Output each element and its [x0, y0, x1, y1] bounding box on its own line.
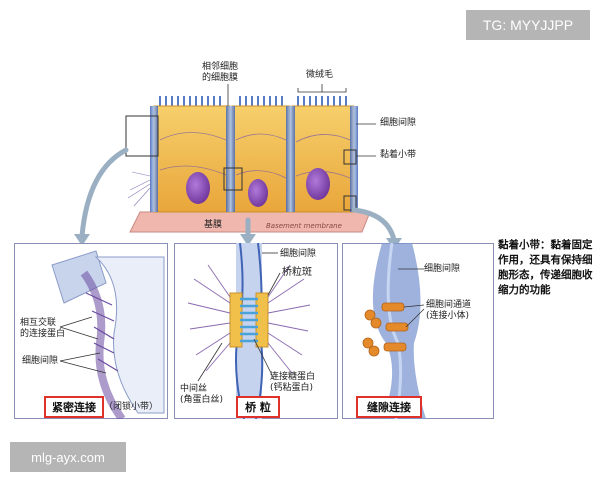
label-intermediate-filament: 中间丝 (角蛋白丝): [180, 384, 224, 405]
label-intercellular-space-left: 细胞间隙: [22, 356, 59, 366]
label-connexon-channel: 细胞间通道 (连接小体): [426, 300, 472, 321]
label-adjacent-membrane: 相邻细胞 的细胞膜: [202, 62, 239, 83]
subtitle-tight-junction: （闭锁小带）: [104, 402, 159, 412]
label-crosslinked-proteins: 相互交联 的连接蛋白: [20, 318, 66, 339]
pointer-arrows: [79, 147, 397, 243]
label-intercellular-space-right: 细胞间隙: [424, 264, 461, 274]
label-intercellular-space-top: 细胞间隙: [380, 118, 417, 128]
side-note-adhesion-belt: 黏着小带：黏着固定作用，还具有保持细胞形态，传递细胞收缩力的功能: [498, 239, 593, 296]
label-intercellular-space-middle: 细胞间隙: [280, 249, 317, 259]
title-desmosome: 桥 粒: [236, 396, 280, 418]
label-microvilli: 微绒毛: [306, 70, 334, 80]
label-basement-membrane: Basement membrane: [266, 222, 342, 230]
top-leader-lines: [227, 84, 376, 157]
title-tight-junction: 紧密连接: [44, 396, 104, 418]
watermark-top-right: TG: MYYJJPP: [466, 10, 590, 40]
label-basal-lamina: 基膜: [204, 220, 223, 230]
desmosome-illustration: [187, 243, 311, 419]
watermark-bottom-left: mlg-ayx.com: [10, 442, 126, 472]
label-cadherin: 连接糖蛋白 (钙粘蛋白): [270, 372, 316, 393]
label-desmosome-plaque: 桥粒斑: [282, 267, 312, 278]
title-gap-junction: 缝隙连接: [356, 396, 422, 418]
gap-junction-illustration: [362, 243, 426, 419]
epithelial-cells: [125, 96, 358, 213]
label-adhesion-belt: 黏着小带: [380, 150, 417, 160]
tight-junction-illustration: [51, 250, 165, 419]
